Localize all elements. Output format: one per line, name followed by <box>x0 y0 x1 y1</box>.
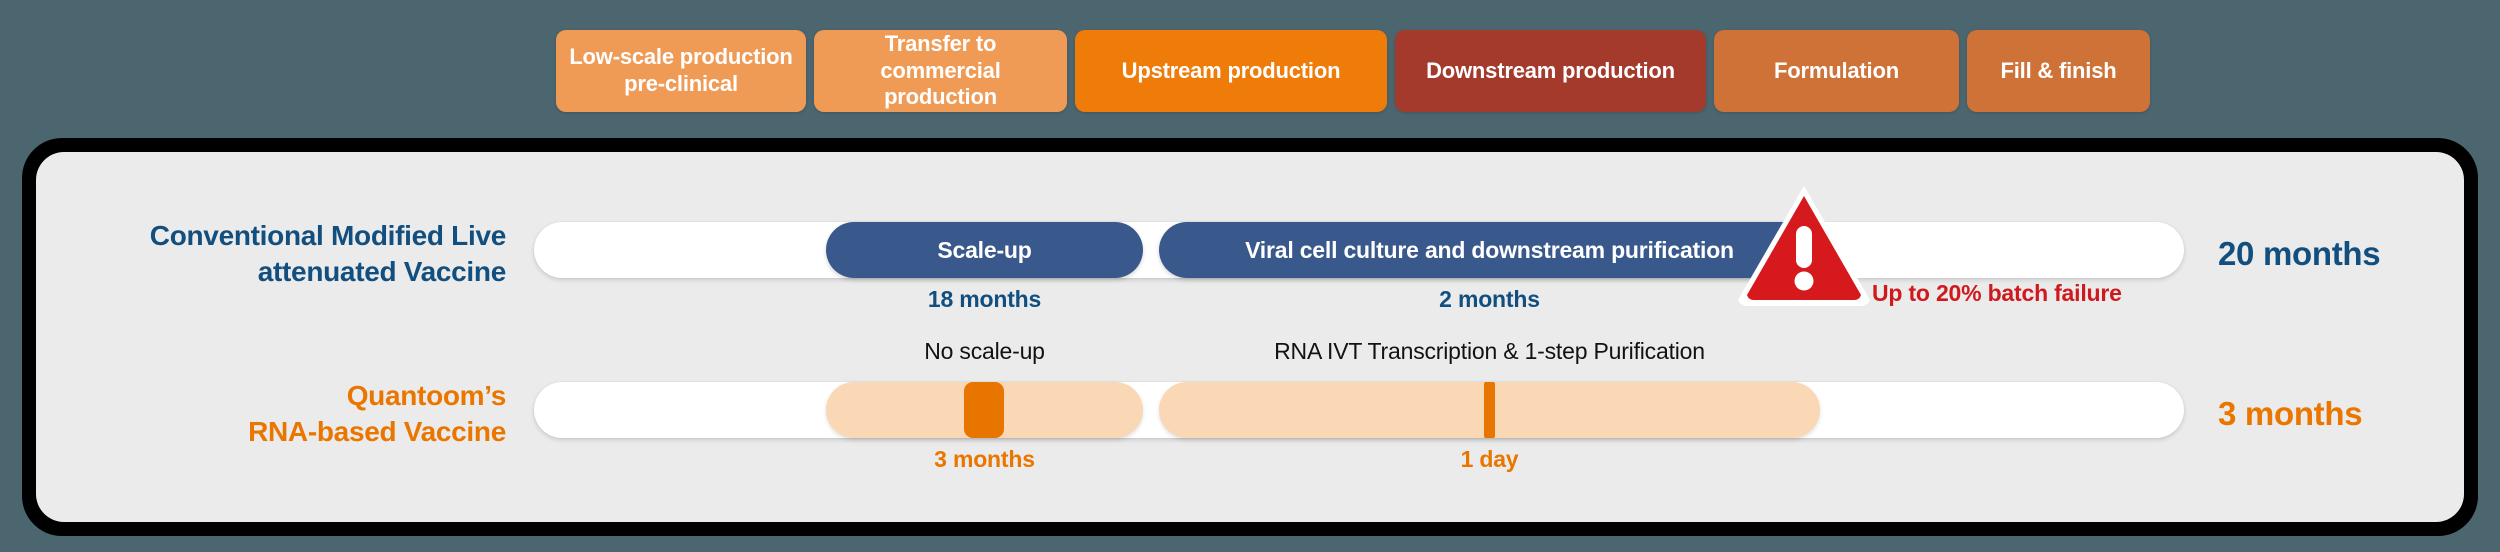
stage-box-low-scale-production[interactable]: Low-scale production pre-clinical <box>556 30 806 112</box>
segment-caption-rna-ivt: RNA IVT Transcription & 1-step Purificat… <box>1274 338 1705 364</box>
segment-label: Scale-up <box>937 236 1032 263</box>
segment-scale-up[interactable]: Scale-up <box>826 222 1143 278</box>
row-label-line1: Quantoom’s <box>346 380 507 412</box>
comparison-panel: Conventional Modified Live attenuated Va… <box>36 152 2464 522</box>
timeline-track-rna: No scale-up 3 months RNA IVT Transcripti… <box>534 334 2184 494</box>
stage-box-formulation[interactable]: Formulation <box>1714 30 1959 112</box>
segment-caption-no-scale-up: No scale-up <box>924 338 1045 364</box>
segment-duration-viral-cell-culture: 2 months <box>1439 286 1540 312</box>
segment-marker-3-months <box>964 382 1004 438</box>
row-label-line2: RNA-based Vaccine <box>248 416 506 447</box>
warning-text-batch-failure: Up to 20% batch failure <box>1872 280 2122 306</box>
segment-viral-cell-culture[interactable]: Viral cell culture and downstream purifi… <box>1159 222 1820 278</box>
comparison-frame: Conventional Modified Live attenuated Va… <box>22 138 2478 536</box>
timeline-row-conventional: Conventional Modified Live attenuated Va… <box>36 174 2464 334</box>
stage-box-downstream-production[interactable]: Downstream production <box>1395 30 1706 112</box>
stage-box-upstream-production[interactable]: Upstream production <box>1075 30 1387 112</box>
row-label-conventional: Conventional Modified Live attenuated Va… <box>36 218 534 290</box>
segment-duration-scale-up: 18 months <box>927 286 1042 312</box>
stage-label: Formulation <box>1774 57 1899 83</box>
timeline-row-rna: Quantoom’s RNA-based Vaccine No scale-up… <box>36 334 2464 494</box>
row-label-line2: attenuated Vaccine <box>257 256 507 287</box>
stage-box-transfer-to-commercial-production[interactable]: Transfer to commercial production <box>814 30 1067 112</box>
row-label-line1: Conventional Modified Live <box>149 220 507 252</box>
total-duration-conventional: 20 months <box>2218 235 2381 272</box>
stage-label: Transfer to commercial production <box>880 30 1001 110</box>
process-stage-header: Low-scale production pre-clinical Transf… <box>556 30 2150 112</box>
timeline-track-conventional: Scale-up 18 months Viral cell culture an… <box>534 174 2184 334</box>
row-label-rna: Quantoom’s RNA-based Vaccine <box>36 378 534 450</box>
stage-label: Upstream production <box>1121 57 1341 83</box>
stage-label: Downstream production <box>1426 57 1675 83</box>
segment-duration-rna-ivt: 1 day <box>1460 446 1519 472</box>
stage-box-fill-and-finish[interactable]: Fill & finish <box>1967 30 2150 112</box>
segment-marker-1-day <box>1484 382 1495 438</box>
total-duration-rna: 3 months <box>2218 395 2363 432</box>
stage-label: Fill & finish <box>2000 57 2117 83</box>
segment-duration-no-scale-up: 3 months <box>934 446 1035 472</box>
segment-label: Viral cell culture and downstream purifi… <box>1245 236 1734 263</box>
warning-triangle-icon[interactable] <box>1734 182 1874 308</box>
stage-label: Low-scale production pre-clinical <box>569 44 793 96</box>
